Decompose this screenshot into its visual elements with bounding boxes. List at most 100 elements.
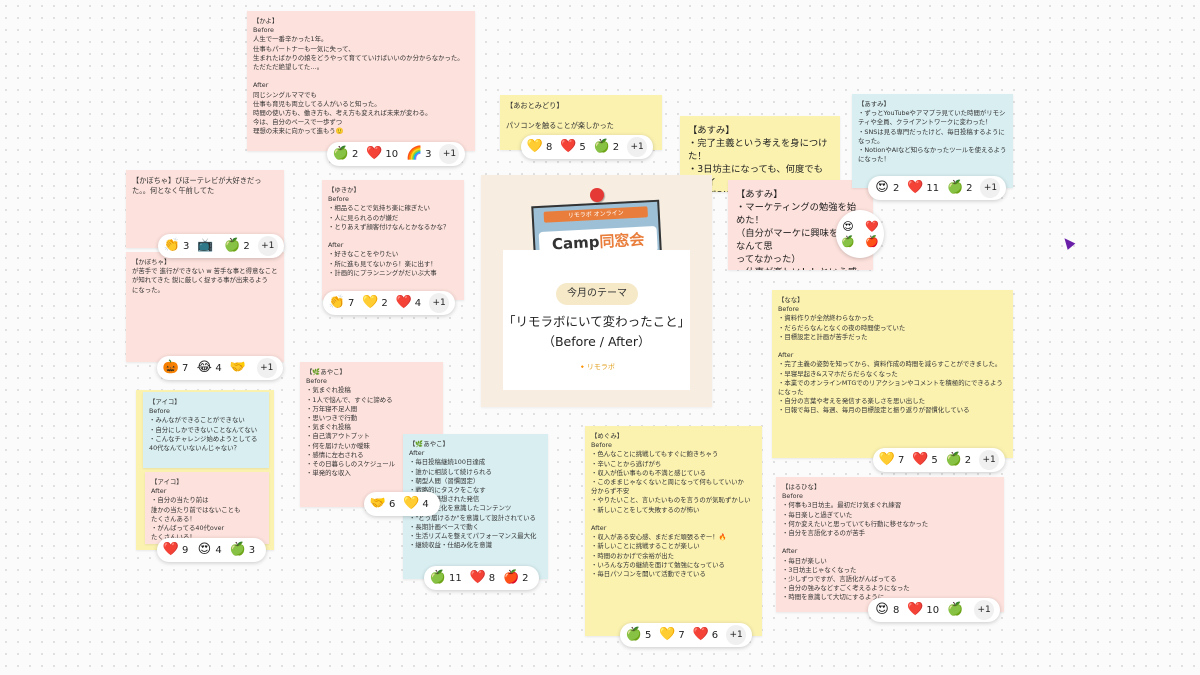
- more-reactions-button[interactable]: +1: [979, 450, 1000, 470]
- apple-green-icon[interactable]: 🍏: [429, 570, 447, 585]
- heart-eyes-icon[interactable]: 😍: [875, 180, 889, 195]
- reactions-asumi-2[interactable]: 😍 ❤️ 🍏 🍎: [836, 210, 884, 258]
- note-yukika[interactable]: 【ゆきか】 Before ・相品ることで気持ち楽に稼ぎたい ・人に見られるのが嫌…: [322, 180, 464, 300]
- reaction-count: 4: [414, 297, 422, 309]
- reactions-nana[interactable]: 💛7 ❤️5 🍏2 +1: [873, 448, 1006, 472]
- reaction-emoji-icon[interactable]: 😍: [842, 220, 854, 233]
- note-kabochiya-2[interactable]: 【かぼちゃ】 が苦手で 進行ができない w 苦手な事と得意なこと が知れてきた …: [126, 252, 284, 362]
- clap-icon[interactable]: 👏: [163, 238, 181, 253]
- rainbow-icon[interactable]: 🌈: [406, 146, 423, 161]
- heart-icon[interactable]: ❤️: [366, 146, 383, 161]
- heart-icon[interactable]: ❤️: [162, 542, 180, 557]
- apple-red-icon[interactable]: 🍎: [503, 570, 520, 585]
- note-megumi[interactable]: 【めぐみ】 Before ・色んなことに挑戦してもすぐに飽きちゃう ・辛いことか…: [585, 426, 762, 636]
- reaction-count: 10: [385, 148, 399, 160]
- clap-icon[interactable]: 👏: [328, 295, 346, 310]
- reactions-yukika[interactable]: 👏7💛2❤️4+1: [323, 291, 456, 315]
- reaction-count: 3: [425, 148, 432, 160]
- more-reactions-button[interactable]: +1: [256, 358, 277, 378]
- reactions-asumi-3[interactable]: 😍2❤️11🍏2+1: [868, 176, 1007, 200]
- note-aiko-2[interactable]: 【アイコ】 After ・自分の当たり前は 誰かの当たり前ではないことも たくさ…: [145, 472, 269, 544]
- yellow-heart-icon[interactable]: 💛: [659, 627, 676, 642]
- note-haruhina[interactable]: 【はるひな】 Before ・何事も3日坊主。最初だけ気まぐれ練習 ・毎日楽しと…: [776, 477, 1004, 612]
- heart-icon[interactable]: ❤️: [469, 570, 486, 585]
- yellow-heart-icon[interactable]: 💛: [878, 452, 896, 467]
- theme-title: 「リモラボにいて変わったこと」: [503, 314, 691, 329]
- apple-green-icon[interactable]: 🍏: [625, 627, 643, 642]
- reactions-kabochiya-1[interactable]: 👏3📺🍏2+1: [158, 234, 284, 258]
- cursor-arrow-icon: [1060, 235, 1076, 250]
- reaction-emoji-icon[interactable]: 🍏: [841, 235, 855, 248]
- more-reactions-button[interactable]: +1: [257, 236, 278, 256]
- apple-green-icon[interactable]: 🍏: [224, 238, 241, 253]
- more-reactions-button[interactable]: +1: [439, 144, 460, 164]
- note-asumi-3[interactable]: 【あすみ】 ・ずっとYouTubeやアマプラ見ていた時間がリモシティや全員、クラ…: [852, 94, 1013, 188]
- apple-green-icon[interactable]: 🍏: [947, 180, 964, 195]
- more-reactions-button[interactable]: +1: [627, 137, 648, 157]
- reaction-count: 10: [926, 604, 940, 616]
- reaction-count: 4: [215, 544, 222, 556]
- theme-subtitle: （Before / After）: [542, 334, 651, 349]
- apple-green-icon[interactable]: 🍏: [947, 602, 964, 617]
- apple-green-icon[interactable]: 🍏: [332, 146, 350, 161]
- reaction-count: 2: [893, 182, 900, 194]
- heart-icon[interactable]: ❤️: [560, 139, 577, 154]
- reactions-kayo[interactable]: 🍏2❤️10🌈3+1: [327, 142, 466, 166]
- pumpkin-icon[interactable]: 🎃: [162, 360, 180, 375]
- heart-icon[interactable]: ❤️: [912, 452, 929, 467]
- brand-logo: 🔸リモラボ: [578, 363, 615, 371]
- heart-icon[interactable]: ❤️: [907, 602, 924, 617]
- logo-dosokai: 同窓会: [598, 230, 645, 251]
- heart-eyes-icon[interactable]: 😍: [197, 542, 212, 557]
- reaction-count: 5: [645, 629, 652, 641]
- reaction-count: 7: [182, 362, 189, 374]
- reaction-count: 5: [931, 454, 938, 466]
- apple-green-icon[interactable]: 🍏: [229, 542, 246, 557]
- reaction-count: 9: [182, 544, 189, 556]
- note-aiko-1[interactable]: 【アイコ】 Before ・みんなができることができない ・自分にしかできないこ…: [143, 392, 269, 468]
- heart-icon[interactable]: ❤️: [907, 180, 924, 195]
- note-nana[interactable]: 【なな】 Before ・資料作りが全然終わらなかった ・だらだらなんとなくの夜…: [772, 290, 1013, 458]
- note-asumi-1[interactable]: 【あすみ】 ・完了主義という考えを身につけた！ ・3日坊主になっても、何度でもト…: [680, 116, 840, 192]
- more-reactions-button[interactable]: +1: [974, 600, 995, 620]
- reaction-count: 2: [964, 454, 972, 466]
- reaction-count: 8: [488, 572, 496, 584]
- tv-icon[interactable]: 📺: [197, 238, 214, 253]
- reaction-count: 7: [898, 454, 905, 466]
- banner-ribbon: リモラボ オンライン: [543, 206, 648, 223]
- yellow-heart-icon[interactable]: 💛: [362, 295, 379, 310]
- reaction-count: 8: [893, 604, 900, 616]
- reaction-count: 11: [449, 572, 462, 584]
- handshake-icon[interactable]: 🤝: [369, 496, 387, 511]
- yellow-heart-icon[interactable]: 💛: [526, 139, 544, 154]
- reactions-aotomidori[interactable]: 💛8❤️5🍏2+1: [521, 135, 654, 159]
- reaction-count: 4: [422, 498, 429, 510]
- more-reactions-button[interactable]: +1: [726, 625, 747, 645]
- reactions-megumi[interactable]: 🍏5💛7❤️6+1: [620, 623, 753, 647]
- heart-icon[interactable]: ❤️: [692, 627, 709, 642]
- heart-icon[interactable]: ❤️: [395, 295, 412, 310]
- pushpin-icon: [590, 188, 604, 202]
- laugh-cry-icon[interactable]: 😂: [196, 360, 212, 375]
- more-reactions-button[interactable]: +1: [980, 178, 1001, 198]
- theme-label: 今月のテーマ: [556, 283, 638, 305]
- apple-green-icon[interactable]: 🍏: [593, 139, 610, 154]
- heart-eyes-icon[interactable]: 😍: [875, 602, 889, 617]
- reaction-count: 2: [243, 240, 250, 252]
- reaction-count: 7: [678, 629, 685, 641]
- reactions-aiko[interactable]: ❤️9😍4🍏3: [157, 538, 267, 562]
- reaction-count: 11: [926, 182, 940, 194]
- reactions-ayako-1[interactable]: 🤝6💛4: [364, 492, 440, 516]
- handshake-icon[interactable]: 🤝: [229, 360, 246, 375]
- reactions-haruhina[interactable]: 😍 8 ❤️10 🍏 +1: [868, 598, 1001, 622]
- reaction-emoji-icon[interactable]: ❤️: [865, 220, 879, 233]
- note-kayo[interactable]: 【かよ】 Before 人生で一番辛かった1年。 仕事もパートナーも一気に失って…: [247, 11, 475, 151]
- apple-green-icon[interactable]: 🍏: [945, 452, 962, 467]
- reactions-ayako-2[interactable]: 🍏11❤️8🍎2: [424, 566, 540, 590]
- yellow-heart-icon[interactable]: 💛: [403, 496, 420, 511]
- more-reactions-button[interactable]: +1: [429, 293, 450, 313]
- reaction-emoji-icon[interactable]: 🍎: [865, 235, 879, 248]
- reaction-count: 2: [381, 297, 388, 309]
- reaction-count: 2: [966, 182, 973, 194]
- reactions-kabochiya-2[interactable]: 🎃7😂4🤝+1: [157, 356, 283, 380]
